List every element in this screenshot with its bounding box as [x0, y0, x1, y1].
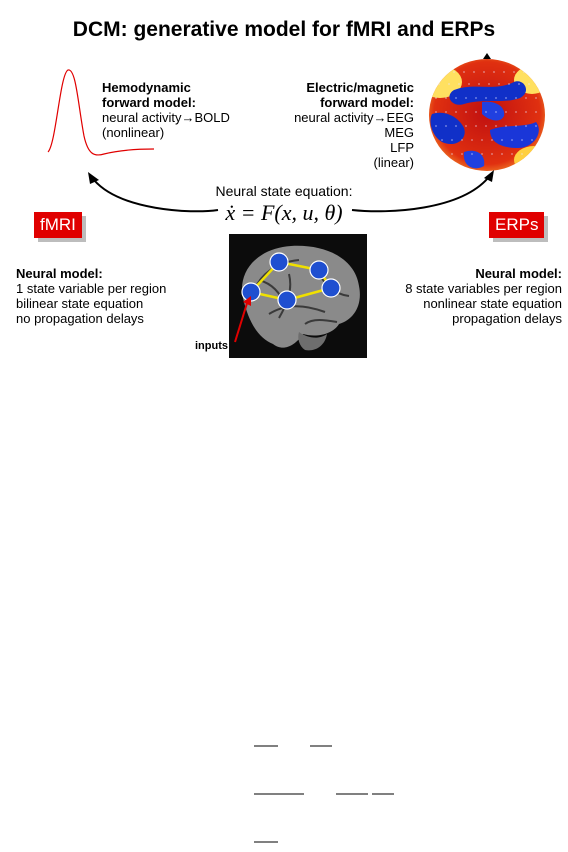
equation-fraction-lines — [254, 745, 394, 843]
hemodynamic-model-text: Hemodynamic forward model: neural activi… — [102, 80, 230, 140]
electric-line-4: (linear) — [373, 155, 414, 170]
scalp-topography-map — [429, 53, 545, 171]
page-title: DCM: generative model for fMRI and ERPs — [72, 18, 496, 41]
fmri-neural-model: Neural model: 1 state variable per regio… — [16, 266, 166, 326]
erp-neural-line-3: propagation delays — [452, 311, 562, 326]
bold-response-curve — [47, 69, 155, 156]
brain-network-image — [229, 234, 367, 358]
electric-model-text: Electric/magnetic forward model: neural … — [294, 80, 414, 170]
electric-line-2: MEG — [384, 125, 414, 140]
fmri-neural-line-2: bilinear state equation — [16, 296, 144, 311]
hemodynamic-heading-2: forward model: — [102, 95, 196, 110]
hemodynamic-heading-1: Hemodynamic — [102, 80, 191, 95]
fmri-neural-heading: Neural model: — [16, 266, 103, 281]
state-equation-label: Neural state equation: — [215, 183, 353, 199]
electric-heading-2: forward model: — [320, 95, 414, 110]
inputs-label: inputs — [195, 340, 228, 352]
electric-line-3: LFP — [390, 140, 414, 155]
erp-neural-line-1: 8 state variables per region — [405, 281, 562, 296]
fmri-neural-line-1: 1 state variable per region — [16, 281, 167, 296]
hemodynamic-line-2: (nonlinear) — [102, 125, 165, 140]
erp-neural-model: Neural model: 8 state variables per regi… — [405, 266, 562, 326]
erps-badge: ERPs — [489, 212, 545, 238]
hemodynamic-line-1: neural activity→BOLD — [102, 110, 230, 125]
fmri-neural-line-3: no propagation delays — [16, 311, 144, 326]
erp-neural-heading: Neural model: — [475, 266, 562, 281]
forward-model-arrow — [88, 170, 494, 213]
erp-neural-line-2: nonlinear state equation — [423, 296, 562, 311]
state-equation-formula: ẋ = F(x, u, θ) — [225, 200, 343, 225]
electric-line-1: neural activity→EEG — [294, 110, 414, 125]
fmri-badge: fMRI — [34, 212, 82, 238]
electric-heading-1: Electric/magnetic — [306, 80, 414, 95]
